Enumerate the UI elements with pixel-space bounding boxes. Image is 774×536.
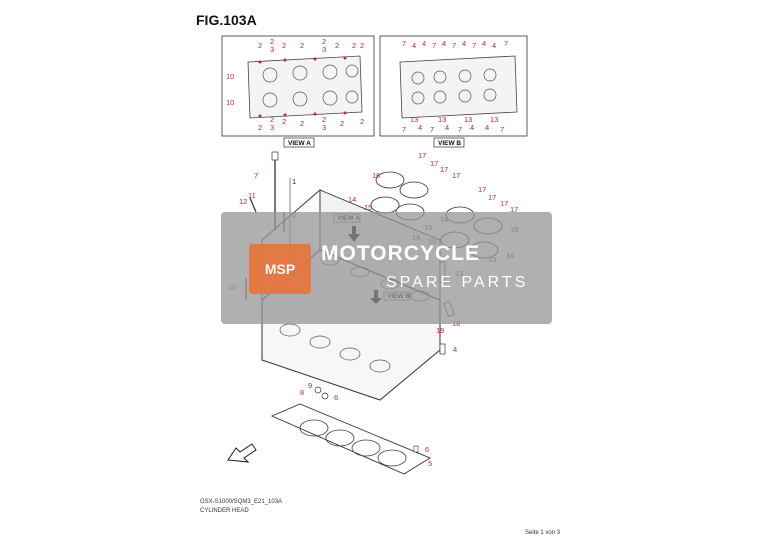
view-a-label: VIEW A bbox=[288, 140, 311, 147]
bolt-11-12: 11 12 bbox=[239, 191, 257, 213]
callout-view-b-13b: 13 bbox=[438, 115, 446, 124]
callout-17h: 17 bbox=[510, 205, 518, 214]
callout-6b: 6 bbox=[425, 445, 429, 454]
callout-8: 8 bbox=[300, 388, 304, 397]
callout-view-a-3c: 3 bbox=[270, 123, 274, 132]
callout-view-a-3b: 3 bbox=[322, 45, 326, 54]
callout-view-a-3d: 3 bbox=[322, 123, 326, 132]
watermark: MSP MOTORCYCLE SPARE PARTS bbox=[221, 212, 552, 324]
callout-14a: 14 bbox=[348, 195, 356, 204]
callout-view-a-2o: 2 bbox=[360, 117, 364, 126]
callout-view-b-7c: 7 bbox=[452, 41, 456, 50]
callout-view-b-7h: 7 bbox=[458, 125, 462, 134]
callout-view-b-7f: 7 bbox=[402, 125, 406, 134]
callout-1: 1 bbox=[292, 177, 296, 186]
callout-view-b-13d: 13 bbox=[490, 115, 498, 124]
callout-17e: 17 bbox=[478, 185, 486, 194]
watermark-line1: MOTORCYCLE bbox=[321, 242, 480, 265]
callout-view-a-10a: 10 bbox=[226, 72, 234, 81]
callout-view-a-2j: 2 bbox=[270, 115, 274, 124]
intake-bolts-17-top: 17 17 17 17 bbox=[418, 151, 460, 180]
callout-11: 11 bbox=[248, 191, 256, 200]
callout-view-b-7d: 7 bbox=[472, 41, 476, 50]
callout-view-a-10b: 10 bbox=[226, 98, 234, 107]
callout-17a: 17 bbox=[418, 151, 426, 160]
callout-view-b-4c: 4 bbox=[442, 39, 446, 48]
callout-17b: 17 bbox=[430, 159, 438, 168]
callout-view-b-13a: 13 bbox=[410, 115, 418, 124]
bolts-8-9-6: 9 8 6 bbox=[300, 381, 338, 402]
callout-view-a-2h: 2 bbox=[360, 41, 364, 50]
intake-bolts-17-right: 17 17 17 17 bbox=[478, 185, 518, 214]
head-gasket-5: 6 5 bbox=[270, 403, 432, 475]
callout-view-a-2d: 2 bbox=[300, 41, 304, 50]
callout-view-a-2g: 2 bbox=[352, 41, 356, 50]
callout-view-b-4g: 4 bbox=[418, 123, 422, 132]
callout-19: 19 bbox=[436, 326, 444, 335]
callout-view-b-7e: 7 bbox=[504, 39, 508, 48]
callout-view-a-2m: 2 bbox=[322, 115, 326, 124]
figure-title: FIG.103A bbox=[196, 12, 257, 28]
forward-arrow-icon bbox=[227, 443, 257, 463]
callout-view-b-7a: 7 bbox=[402, 39, 406, 48]
callout-7: 7 bbox=[254, 171, 258, 180]
callout-view-a-2l: 2 bbox=[300, 119, 304, 128]
dowel-4: 4 bbox=[439, 343, 457, 355]
callout-view-a-2b: 2 bbox=[270, 37, 274, 46]
callout-view-a-2k: 2 bbox=[282, 117, 286, 126]
callout-view-a-2f: 2 bbox=[335, 41, 339, 50]
callout-view-b-4d: 4 bbox=[462, 39, 466, 48]
callout-6a: 6 bbox=[334, 393, 338, 402]
callout-15a: 15 bbox=[364, 203, 372, 212]
callout-view-b-4e: 4 bbox=[482, 39, 486, 48]
callout-view-b-7i: 7 bbox=[500, 125, 504, 134]
callout-4: 4 bbox=[453, 345, 457, 354]
callout-view-b-4f: 4 bbox=[492, 41, 496, 50]
callout-view-b-7b: 7 bbox=[432, 41, 436, 50]
callout-view-a-2e: 2 bbox=[322, 37, 326, 46]
callout-view-a-2c: 2 bbox=[282, 41, 286, 50]
callout-view-b-4b: 4 bbox=[422, 39, 426, 48]
callout-view-b-4j: 4 bbox=[485, 123, 489, 132]
callout-17g: 17 bbox=[500, 199, 508, 208]
callout-17c: 17 bbox=[440, 165, 448, 174]
footer-name: CYLINDER HEAD bbox=[200, 508, 249, 514]
callout-9: 9 bbox=[308, 381, 312, 390]
callout-5: 5 bbox=[428, 459, 432, 468]
callout-view-a-2i: 2 bbox=[258, 123, 262, 132]
callout-view-b-4a: 4 bbox=[412, 41, 416, 50]
callout-view-b-4h: 4 bbox=[445, 123, 449, 132]
callout-view-b-7g: 7 bbox=[430, 125, 434, 134]
callout-view-a-2a: 2 bbox=[258, 41, 262, 50]
callout-view-b-4i: 4 bbox=[470, 123, 474, 132]
watermark-line2: SPARE PARTS bbox=[386, 274, 529, 291]
footer-code: GSX-S1000/SQM3_E21_103A bbox=[200, 499, 283, 505]
callout-17d: 17 bbox=[452, 171, 460, 180]
view-b-label: VIEW B bbox=[438, 140, 461, 147]
callout-12: 12 bbox=[239, 197, 247, 206]
callout-view-a-3a: 3 bbox=[270, 45, 274, 54]
callout-17f: 17 bbox=[488, 193, 496, 202]
view-a-panel: 2 2 3 2 2 2 3 2 2 2 10 10 2 2 3 2 2 2 3 … bbox=[221, 35, 375, 137]
footer-page: Seite 1 von 3 bbox=[525, 530, 561, 536]
view-b-panel: 7 4 4 7 4 7 4 7 4 4 7 13 13 13 13 7 4 7 … bbox=[379, 35, 528, 137]
watermark-logo: MSP bbox=[249, 244, 311, 294]
view-a-tag: VIEW A bbox=[283, 137, 315, 148]
callout-view-b-13c: 13 bbox=[464, 115, 472, 124]
callout-16a: 16 bbox=[372, 171, 380, 180]
view-b-tag: VIEW B bbox=[433, 137, 465, 148]
callout-view-a-2n: 2 bbox=[340, 119, 344, 128]
